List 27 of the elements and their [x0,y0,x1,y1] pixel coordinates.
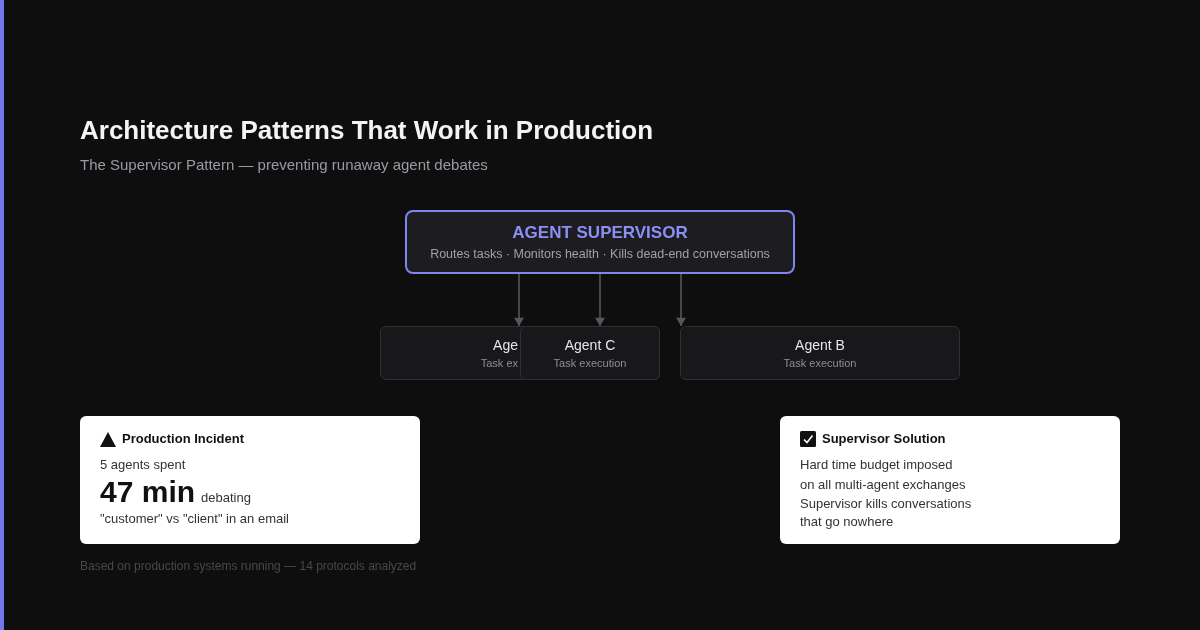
agent-name: Agent B [795,336,845,354]
supervisor-box [405,210,795,274]
subtitle: The Supervisor Pattern — preventing runaway agent debates [80,155,488,175]
task-label: Task execution [783,356,857,370]
agent-name: Age [493,336,518,354]
card-text: debating [201,489,251,507]
arrow [595,273,605,327]
card-text: "customer" vs "client" in an email [100,510,290,528]
task-label: Task execution [553,356,627,370]
agent-box [680,326,960,380]
page-title: Architecture Patterns That Work in Production [80,114,654,146]
arrow [514,273,524,327]
card-heading: Production Incident [122,430,245,448]
footnote: Based on production systems running — 14 protocols analyzed [80,558,417,574]
card-text: on all multi-agent exchanges [800,476,967,494]
card-text: Hard time budget imposed [800,456,954,474]
info-card [80,416,420,544]
node-description: Routes tasks · Monitors health · Kills dead-end conversations [430,246,770,262]
agent-name: Agent C [564,336,616,354]
node-title: AGENT SUPERVISOR [512,222,688,244]
arrow [676,273,686,327]
card-heading: Supervisor Solution [822,430,946,448]
info-card [780,416,1120,544]
task-label: Task ex [480,356,518,370]
stat-value: 47 min [100,475,196,509]
card-text: Supervisor kills conversations that go nowhere [800,495,973,531]
card-text: 5 agents spent [100,456,187,474]
